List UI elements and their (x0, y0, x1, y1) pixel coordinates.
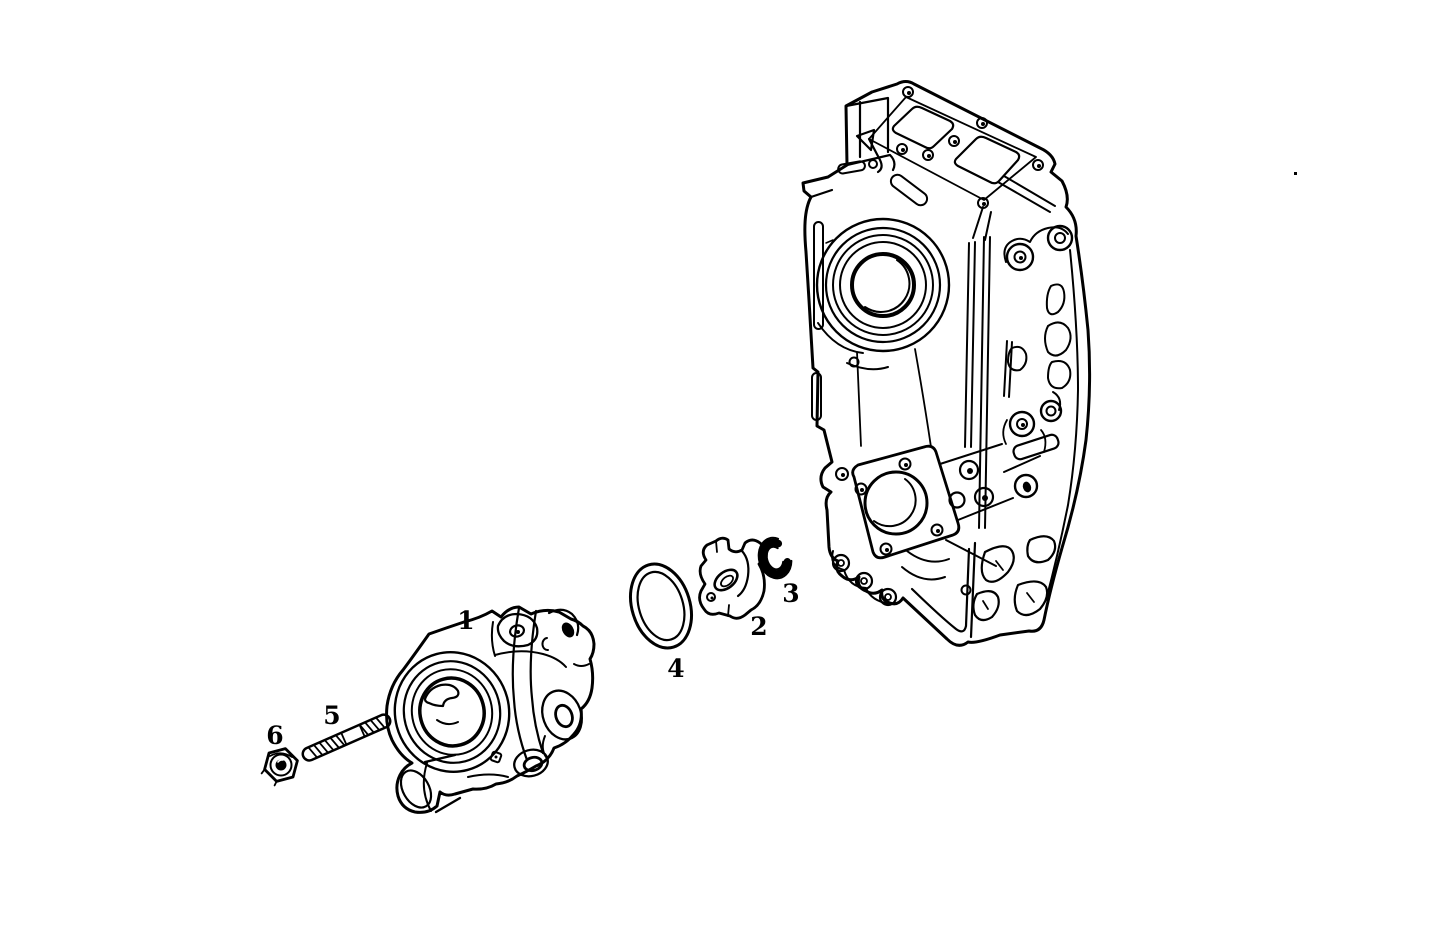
housing-bottom-web (910, 535, 1057, 639)
housing-bottom-details (831, 467, 950, 607)
housing-right-panel (948, 175, 1079, 601)
callout-part-2: 2 (750, 612, 767, 641)
cored-openings (1007, 283, 1072, 411)
pump-body-drawing (385, 605, 596, 814)
stud-drawing (301, 713, 392, 762)
hex-nut-drawing (260, 747, 299, 787)
housing-face-details (811, 173, 1013, 529)
housing-pump-mounting-pad (851, 443, 1014, 567)
housing-left-tower (809, 96, 896, 199)
coupling-outline (698, 536, 768, 620)
callout-part-3: 3 (782, 579, 799, 608)
pump-foot-boss (399, 753, 462, 814)
callout-part-6: 6 (266, 721, 283, 750)
stud-outline (301, 713, 392, 762)
vertical-ribs (964, 206, 1013, 529)
o-ring-drawing (629, 562, 693, 650)
housing-top-flange (867, 86, 1044, 209)
callout-part-1: 1 (457, 606, 474, 635)
drive-coupling-drawing (698, 536, 768, 620)
engine-housing-drawing (801, 80, 1092, 647)
callout-part-4: 4 (667, 654, 684, 683)
pump-body-lines (467, 606, 590, 778)
part-callouts: 1 2 3 4 5 6 (266, 579, 799, 750)
pump-silhouette (385, 605, 596, 814)
print-speck (1294, 172, 1297, 175)
pump-flange-ears (489, 608, 583, 778)
pump-inlet-rings (393, 650, 511, 774)
callout-part-5: 5 (323, 701, 340, 730)
pad-bolt-holes (854, 457, 944, 556)
housing-bearing-bore (815, 217, 951, 371)
snap-ring-drawing (757, 536, 793, 580)
